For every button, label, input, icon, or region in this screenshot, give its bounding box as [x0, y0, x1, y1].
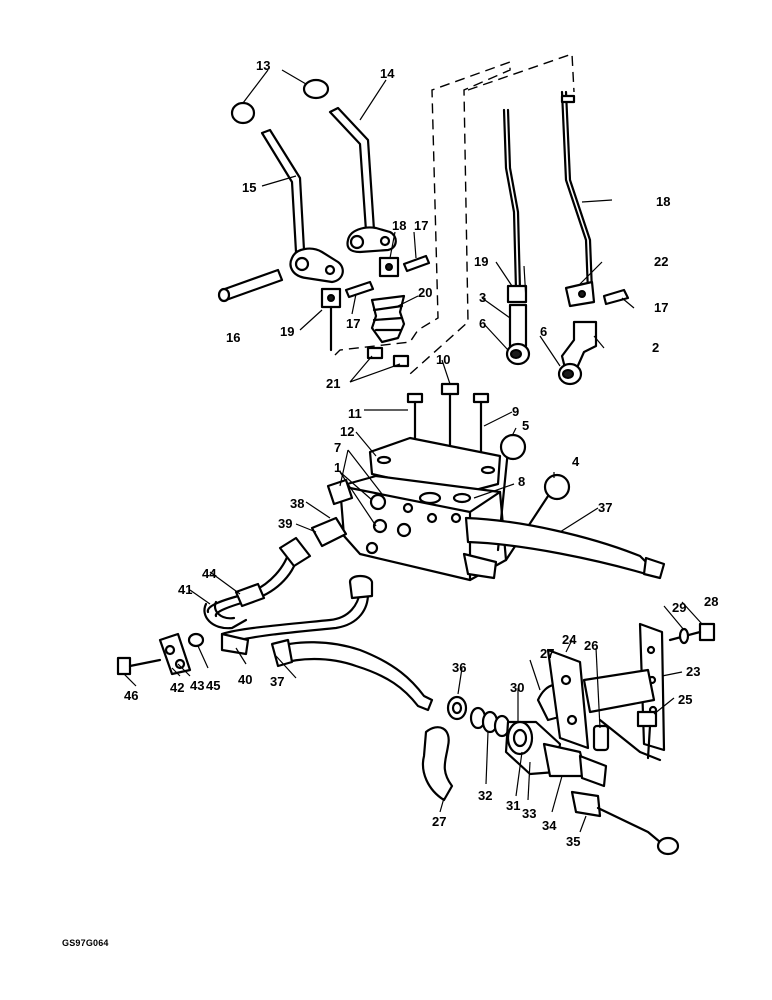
- callout-27-lower: 27: [432, 814, 446, 829]
- callout-2: 2: [652, 340, 659, 355]
- lever-19-right: [502, 108, 531, 366]
- lever-18-right: [557, 90, 598, 386]
- callout-19-left: 19: [280, 324, 294, 339]
- fitting-38-39: [310, 516, 348, 548]
- callout-30: 30: [510, 680, 524, 695]
- callout-18-right: 18: [656, 194, 670, 209]
- bolts-11: [406, 382, 490, 462]
- callout-14: 14: [380, 66, 395, 81]
- callout-37-lower: 37: [270, 674, 284, 689]
- callout-9: 9: [512, 404, 519, 419]
- clip-22: [564, 280, 596, 308]
- bolt-46: [116, 656, 162, 676]
- hose-41-44-assembly: [203, 536, 312, 630]
- callout-40: 40: [238, 672, 252, 687]
- callout-21: 21: [326, 376, 340, 391]
- callout-5: 5: [522, 418, 529, 433]
- callout-15: 15: [242, 180, 256, 195]
- callout-6-left: 6: [479, 316, 486, 331]
- callout-labels: 13 14 15 18 17 20 16 19 17 21 19 3 6 18 …: [124, 58, 718, 849]
- callout-18-left: 18: [392, 218, 406, 233]
- hose-40: [220, 574, 374, 656]
- clevis-19-left: [320, 287, 342, 352]
- dashed-linkage-lines: [334, 53, 575, 375]
- callout-3: 3: [479, 290, 486, 305]
- callout-31: 31: [506, 798, 520, 813]
- lever-14: [328, 106, 397, 254]
- boot-20: [370, 294, 406, 344]
- pin-17-right: [602, 288, 630, 306]
- half-clamp-27-lower: [421, 726, 454, 802]
- figure-code: GS97G064: [62, 938, 109, 948]
- callout-38: 38: [290, 496, 304, 511]
- callout-17-right: 17: [654, 300, 668, 315]
- callout-39: 39: [278, 516, 292, 531]
- callout-33: 33: [522, 806, 536, 821]
- callout-6-right: 6: [540, 324, 547, 339]
- callout-19-right: 19: [474, 254, 488, 269]
- leader-lines: [123, 69, 703, 833]
- hose-37-lower: [270, 638, 434, 712]
- callout-45: 45: [206, 678, 220, 693]
- callout-22: 22: [654, 254, 668, 269]
- callout-29: 29: [672, 600, 686, 615]
- pin-17-upper: [402, 254, 431, 273]
- callout-35: 35: [566, 834, 580, 849]
- spacer-26: [592, 724, 610, 752]
- callout-16: 16: [226, 330, 240, 345]
- callout-36: 36: [452, 660, 466, 675]
- callout-25: 25: [678, 692, 692, 707]
- washer-36: [446, 695, 468, 721]
- callout-46: 46: [124, 688, 138, 703]
- springs-32: [469, 706, 511, 738]
- callout-1: 1: [334, 460, 341, 475]
- spacer-45: [187, 632, 205, 648]
- callout-11: 11: [348, 406, 362, 421]
- callout-41: 41: [178, 582, 192, 597]
- callout-34: 34: [542, 818, 557, 833]
- lever-15: [260, 128, 344, 284]
- pin-17-left: [344, 280, 375, 299]
- knob-13-right: [302, 78, 330, 100]
- clevis-18-left: [378, 256, 400, 278]
- callout-24: 24: [562, 632, 577, 647]
- callout-17-upper: 17: [414, 218, 428, 233]
- hose-37-right: [464, 516, 666, 580]
- bolt-25: [636, 710, 658, 760]
- knob-13-left: [230, 101, 256, 125]
- clamp-42: [158, 632, 192, 676]
- callout-42: 42: [170, 680, 184, 695]
- bolt-28-washer-29: [668, 622, 716, 645]
- coupler-34: [542, 742, 608, 788]
- callout-23: 23: [686, 664, 700, 679]
- bracket-24: [546, 648, 590, 750]
- valve-block-body: [326, 474, 508, 582]
- callout-32: 32: [478, 788, 492, 803]
- callout-4: 4: [572, 454, 580, 469]
- callout-44: 44: [202, 566, 217, 581]
- nut-21: [366, 346, 410, 368]
- callout-12: 12: [340, 424, 354, 439]
- callout-17-left: 17: [346, 316, 360, 331]
- callout-26: 26: [584, 638, 598, 653]
- pin-16: [217, 268, 284, 303]
- callout-10: 10: [436, 352, 450, 367]
- dust-cap-35: [570, 790, 680, 856]
- callout-27-upper: 27: [540, 646, 554, 661]
- callout-8: 8: [518, 474, 525, 489]
- callout-28: 28: [704, 594, 718, 609]
- callout-7: 7: [334, 440, 341, 455]
- callout-20: 20: [418, 285, 432, 300]
- callout-43: 43: [190, 678, 204, 693]
- callout-37-right: 37: [598, 500, 612, 515]
- callout-13: 13: [256, 58, 270, 73]
